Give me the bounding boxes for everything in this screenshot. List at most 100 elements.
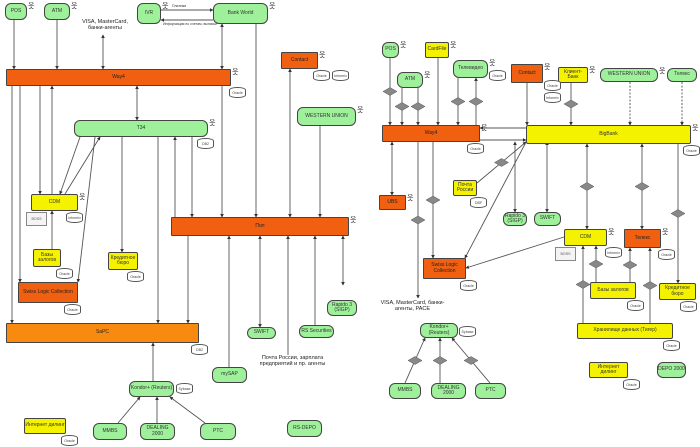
database-icon: Oracle bbox=[663, 340, 680, 351]
left-system-sapc[interactable]: SaPC bbox=[6, 323, 199, 343]
actor-icon: 웃 bbox=[28, 3, 35, 10]
actor-icon: 웃 bbox=[350, 217, 357, 224]
right-system-kredit[interactable]: Кредитное бюро bbox=[659, 283, 696, 300]
left-system-atm[interactable]: ATM bbox=[44, 3, 70, 20]
right-system-cardfile[interactable]: CardFile bbox=[425, 42, 449, 58]
database-icon: Oracle bbox=[683, 145, 700, 156]
database-icon: Oracle bbox=[544, 80, 561, 91]
connector-arrow bbox=[76, 136, 96, 283]
left-system-zalogi[interactable]: Базы залогов bbox=[33, 249, 61, 267]
protocol-diamond-icon bbox=[463, 356, 479, 365]
left-system-rsdepo[interactable]: RS-DEPO bbox=[287, 420, 322, 437]
right-system-depo[interactable]: DEPO 2000 bbox=[657, 362, 686, 378]
right-system-atm[interactable]: ATM bbox=[397, 72, 423, 88]
left-system-cdm[interactable]: CDM bbox=[31, 194, 78, 211]
right-system-contact[interactable]: Contact bbox=[511, 64, 543, 83]
left-system-rapido[interactable]: Rapido 3 (SIGP) bbox=[327, 300, 357, 316]
right-system-rapido[interactable]: Rapido 3 (SIGP) bbox=[503, 212, 527, 226]
left-system-wu[interactable]: WESTERN UNION bbox=[297, 107, 356, 126]
connector-arrow bbox=[464, 143, 526, 259]
protocol-diamond-icon bbox=[579, 182, 595, 191]
left-system-dealing[interactable]: DEALING 2000 bbox=[140, 423, 175, 440]
protocol-diamond-icon bbox=[450, 97, 466, 106]
protocol-diamond-icon bbox=[588, 259, 604, 269]
actor-icon: 웃 bbox=[269, 3, 276, 10]
protocol-diamond-icon bbox=[634, 182, 650, 191]
actor-icon: 웃 bbox=[692, 125, 699, 132]
database-icon: Oracle bbox=[64, 304, 81, 315]
right-system-zalogi[interactable]: Базы залогов bbox=[590, 282, 636, 299]
left-system-way4[interactable]: Way4 bbox=[6, 69, 231, 86]
left-system-contact[interactable]: Contact bbox=[281, 52, 318, 69]
database-icon: Informix bbox=[544, 92, 561, 103]
left-system-swift[interactable]: SWIFT bbox=[247, 327, 276, 339]
database-icon: Oracle bbox=[460, 280, 477, 291]
database-icon: DBF bbox=[470, 197, 487, 208]
right-system-dealing[interactable]: DEALING 2000 bbox=[431, 383, 466, 399]
right-system-dwh[interactable]: Хранилище данных (Тигер) bbox=[577, 323, 673, 339]
left-system-pos[interactable]: POS bbox=[5, 3, 27, 20]
database-icon: Informix bbox=[605, 247, 622, 258]
server-box-icon: BOSS bbox=[555, 247, 576, 261]
left-system-mmbs[interactable]: MMBS bbox=[93, 423, 127, 440]
database-icon: Oracle bbox=[467, 143, 484, 154]
left-system-bankworld[interactable]: Bank World bbox=[213, 3, 268, 24]
left-system-mysap[interactable]: mySAP bbox=[212, 367, 247, 383]
left-system-rssec[interactable]: RS Securities bbox=[299, 325, 334, 338]
protocol-diamond-icon bbox=[468, 97, 484, 106]
right-system-kondor[interactable]: Kondor+ (Reuters) bbox=[420, 323, 458, 338]
protocol-diamond-icon bbox=[493, 158, 510, 167]
database-icon: Sybase bbox=[176, 383, 193, 394]
actor-icon: 웃 bbox=[544, 64, 551, 71]
database-icon: Oracle bbox=[627, 300, 644, 311]
database-icon: Oracle bbox=[61, 435, 78, 446]
right-system-mmbs[interactable]: MMBS bbox=[389, 383, 421, 399]
actor-icon: 웃 bbox=[589, 67, 596, 74]
right-system-cdm[interactable]: CDM bbox=[564, 229, 607, 246]
database-icon: DB2 bbox=[197, 138, 214, 149]
left-system-pol[interactable]: Пол bbox=[171, 217, 349, 236]
protocol-diamond-icon bbox=[670, 209, 686, 218]
right-system-ptc[interactable]: PTC bbox=[475, 383, 506, 399]
connector-arrow bbox=[117, 396, 141, 424]
protocol-diamond-icon bbox=[622, 260, 638, 270]
pochta-label: Почта России, зарплата предприятий и пр.… bbox=[259, 355, 326, 367]
actor-icon: 웃 bbox=[209, 120, 216, 127]
actor-icon: 웃 bbox=[71, 3, 78, 10]
right-system-pos[interactable]: POS bbox=[382, 42, 399, 58]
actor-icon: 웃 bbox=[659, 68, 666, 75]
right-system-swiss[interactable]: Swiss Logic Collection bbox=[423, 258, 466, 279]
database-icon: Oracle bbox=[313, 70, 330, 81]
actor-icon: 웃 bbox=[357, 107, 364, 114]
right-system-wu[interactable]: WESTERN UNION bbox=[600, 68, 658, 82]
right-system-way4[interactable]: Way4 bbox=[382, 125, 480, 142]
left-system-swiss[interactable]: Swiss Logic Collection bbox=[18, 282, 78, 303]
protocol-diamond-icon bbox=[410, 102, 426, 111]
right-system-klient[interactable]: Клиент-Банк bbox=[558, 67, 588, 83]
right-system-bigbank[interactable]: BigBank bbox=[526, 125, 691, 144]
right-system-tele[interactable]: Телевидео bbox=[453, 60, 488, 78]
protocol-diamond-icon bbox=[394, 102, 410, 111]
actor-icon: 웃 bbox=[662, 229, 669, 236]
connector-arrow bbox=[59, 136, 81, 195]
left-system-kredit[interactable]: Кредитное бюро bbox=[108, 252, 138, 270]
right-system-inet[interactable]: Интернет дилинг bbox=[589, 362, 628, 378]
protocol-diamond-icon bbox=[410, 215, 426, 225]
right-system-telex2[interactable]: Телекс bbox=[624, 229, 661, 248]
left-system-ivr[interactable]: IVR bbox=[137, 3, 161, 24]
edge-label: Информация по счетам, выписки bbox=[163, 22, 217, 26]
left-system-t34[interactable]: T34 bbox=[74, 120, 208, 137]
server-box-icon: BOSS bbox=[26, 212, 47, 226]
left-system-kondor[interactable]: Kondor+ (Reuters) bbox=[129, 381, 174, 397]
actor-icon: 웃 bbox=[407, 195, 414, 202]
right-system-swift[interactable]: SWIFT bbox=[534, 212, 561, 226]
protocol-diamond-icon bbox=[575, 280, 591, 289]
actor-icon: 웃 bbox=[79, 194, 86, 201]
actor-icon: 웃 bbox=[489, 60, 496, 67]
right-system-pochta[interactable]: Почта России bbox=[453, 180, 477, 196]
right-system-ubs[interactable]: UBS bbox=[379, 195, 406, 210]
right-system-telex[interactable]: Телекс bbox=[667, 68, 697, 82]
left-system-ptc[interactable]: PTC bbox=[200, 423, 236, 440]
left-system-inet[interactable]: Интернет дилинг bbox=[24, 418, 66, 434]
